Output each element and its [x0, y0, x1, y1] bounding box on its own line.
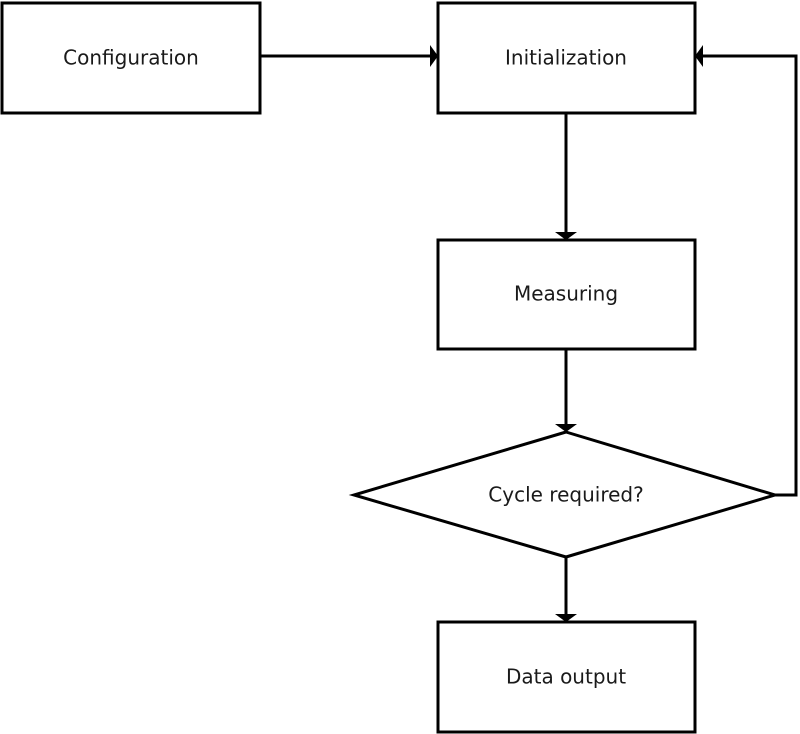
- node-configuration[interactable]: Configuration: [0, 1, 262, 115]
- arrowhead-icon: [555, 232, 577, 240]
- edge-initialization-to-measuring: [555, 113, 577, 240]
- arrowhead-icon: [555, 614, 577, 622]
- node-label: Cycle required?: [488, 483, 643, 507]
- edge-cycle-required-to-data-output: [555, 557, 577, 622]
- node-label: Data output: [506, 665, 626, 689]
- node-box: [436, 238, 697, 351]
- node-cycle-required[interactable]: Cycle required?: [348, 430, 781, 559]
- edge-configuration-to-initialization: [260, 45, 438, 67]
- arrowhead-icon: [430, 45, 438, 67]
- arrowhead-icon: [555, 424, 577, 432]
- node-label: Measuring: [514, 282, 618, 306]
- node-box: [436, 1, 697, 115]
- arrowhead-icon: [695, 45, 703, 67]
- node-box: [0, 1, 262, 115]
- node-measuring[interactable]: Measuring: [436, 238, 697, 351]
- edge-measuring-to-cycle-required: [555, 349, 577, 432]
- edge-line: [703, 54, 798, 497]
- node-label: Initialization: [505, 46, 627, 70]
- node-label: Configuration: [63, 46, 199, 70]
- node-diamond: [348, 430, 781, 559]
- node-initialization[interactable]: Initialization: [436, 1, 697, 115]
- node-box: [436, 620, 697, 734]
- edge-cycle-required-to-initialization-feedback: [695, 45, 798, 497]
- node-data-output[interactable]: Data output: [436, 620, 697, 734]
